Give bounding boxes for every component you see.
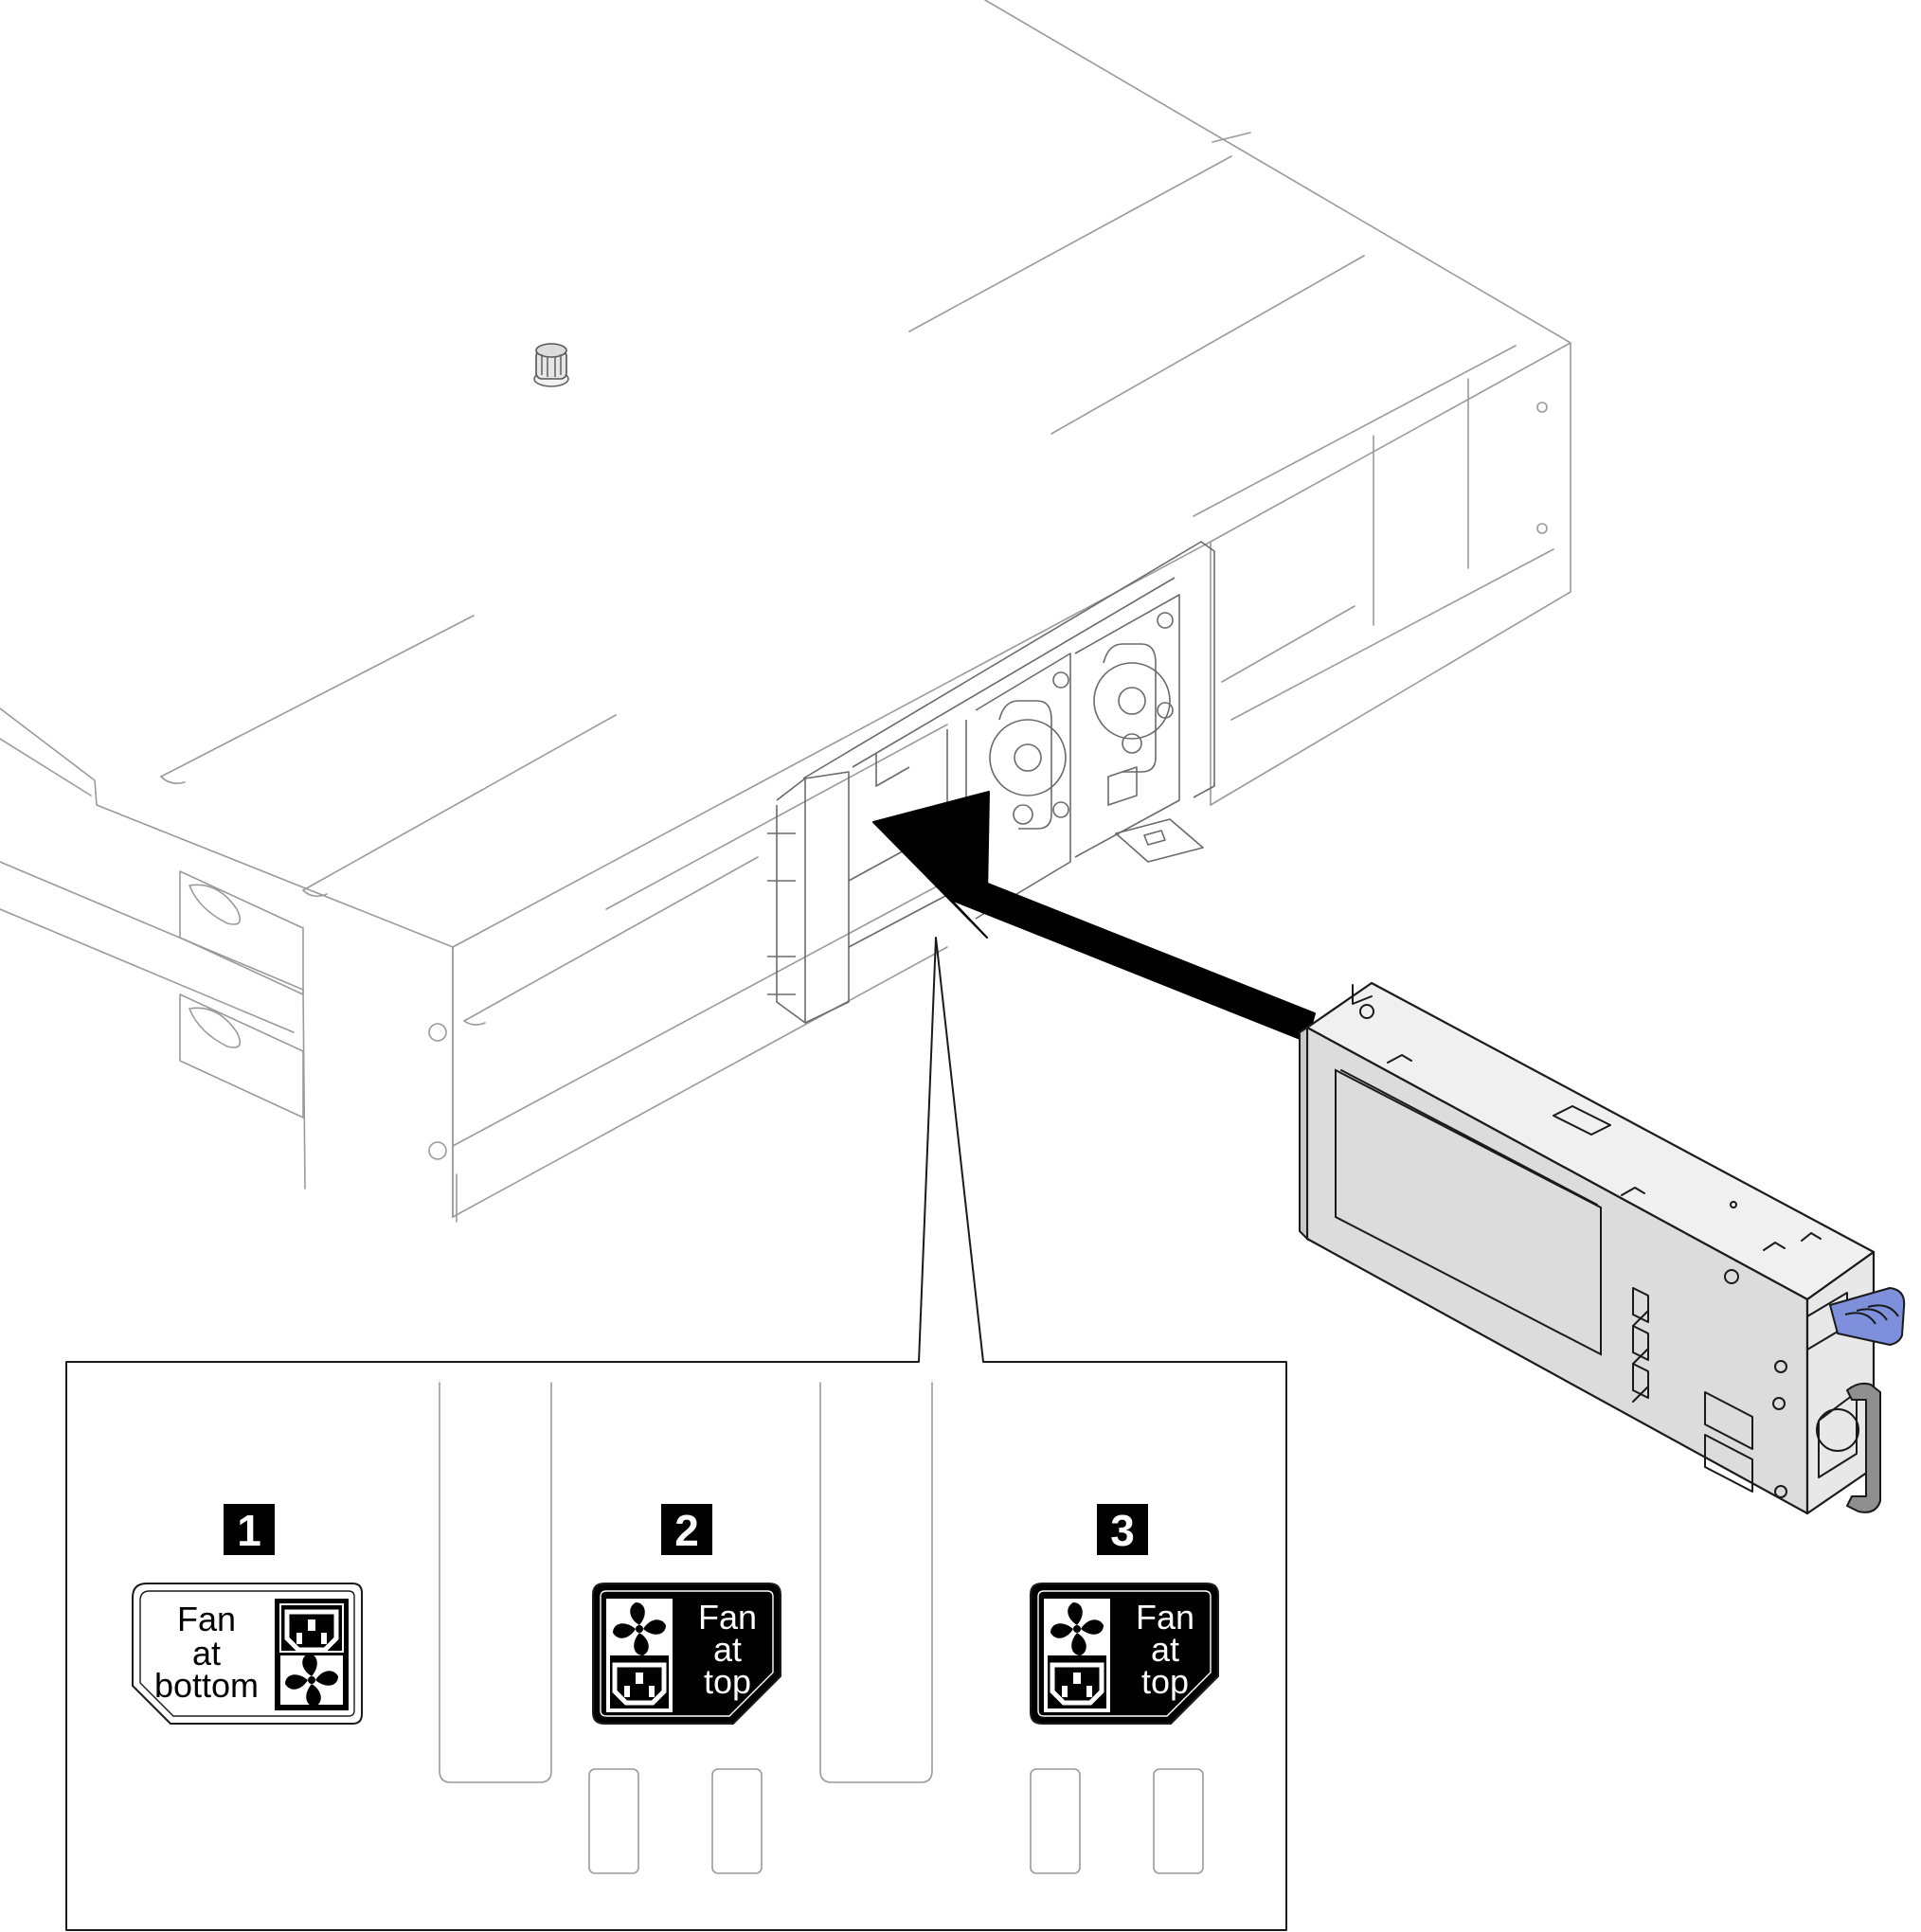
- psu-bay: [767, 541, 1215, 1024]
- callout-2: 2: [661, 1504, 712, 1555]
- label-fan-at-bottom: Fan at bottom: [132, 1583, 363, 1725]
- label-1-line-3: bottom: [154, 1666, 259, 1705]
- label-3-line-3: top: [1141, 1662, 1189, 1701]
- release-latch[interactable]: [1829, 1287, 1906, 1346]
- server-chassis: [0, 0, 1571, 1223]
- installed-psu-2: [1074, 594, 1204, 863]
- label-fan-at-top-2: Fan at top: [592, 1583, 781, 1725]
- label-3-line-2: at: [1151, 1630, 1179, 1669]
- label-2-line-1: Fan: [698, 1598, 757, 1637]
- callout-3: 3: [1097, 1504, 1148, 1555]
- callout-number-2: 2: [674, 1506, 699, 1555]
- label-fan-at-top-3: Fan at top: [1030, 1583, 1219, 1725]
- power-supply-unit[interactable]: [1299, 981, 1906, 1515]
- thumbscrew: [533, 343, 569, 387]
- installed-psu-1: [975, 653, 1071, 920]
- label-1-line-2: at: [192, 1634, 221, 1673]
- label-1-line-1: Fan: [177, 1600, 236, 1638]
- label-2-line-3: top: [704, 1662, 751, 1701]
- label-3-line-1: Fan: [1136, 1598, 1194, 1637]
- vents: [1632, 1287, 1649, 1403]
- psu-handle[interactable]: [1846, 1382, 1881, 1513]
- callout-number-3: 3: [1110, 1506, 1135, 1555]
- callout-1: 1: [224, 1504, 275, 1555]
- callout-pointer: [65, 937, 1287, 1931]
- insertion-arrow: [872, 791, 1316, 1043]
- callout-number-1: 1: [237, 1506, 261, 1555]
- label-2-line-2: at: [713, 1630, 742, 1669]
- inset-panel: 1 2 3 Fan at bottom: [132, 1382, 1219, 1874]
